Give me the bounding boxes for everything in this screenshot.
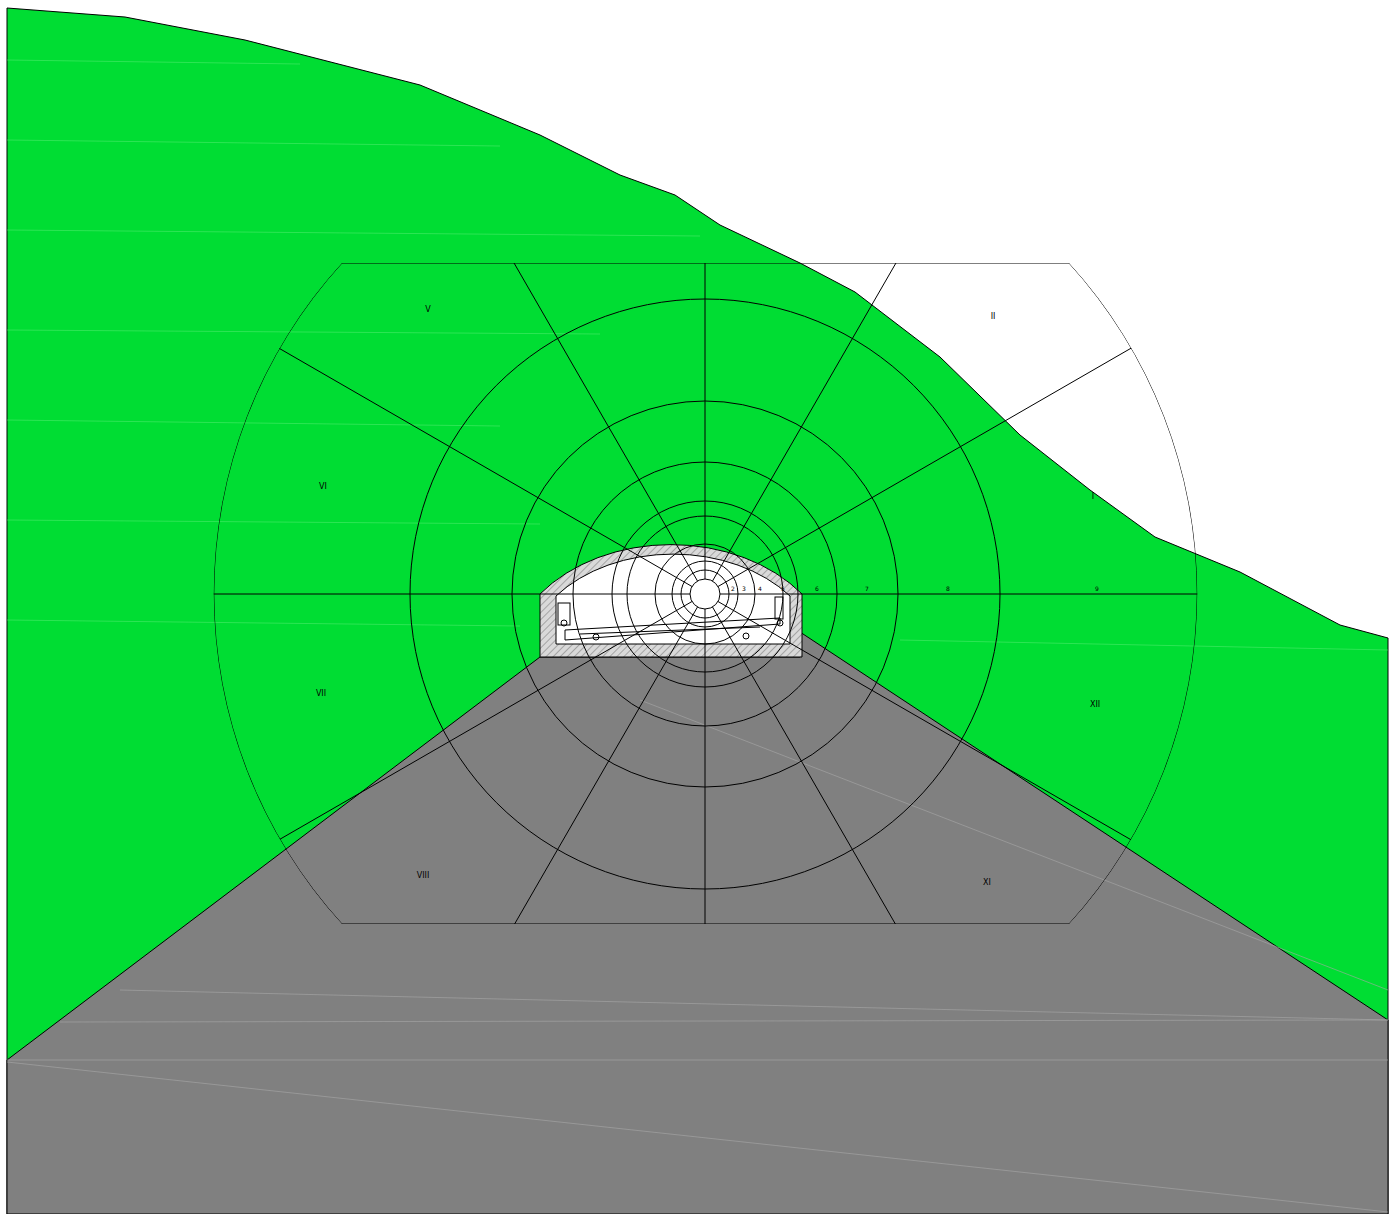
radius-number: 5 [781,586,785,592]
sector-label: II [991,313,996,321]
radius-number: 4 [758,586,762,592]
rock-cut [7,632,1388,1214]
terrain-ground [7,8,1388,1214]
radius-number: 3 [742,586,746,592]
rock-texture [7,700,1388,1212]
sector-label: I [1092,493,1094,501]
radius-number: 7 [865,586,869,592]
radius-number: 2 [731,586,735,592]
sector-label: VI [319,483,327,491]
radius-number: 6 [815,586,819,592]
sector-label: XII [1090,701,1100,709]
tunnel-lining [540,545,802,657]
terrain-texture [7,60,1388,650]
radius-number: 9 [1095,586,1099,592]
tunnel-track [558,597,783,640]
sector-label: VII [316,690,326,698]
sector-label: XI [983,879,991,887]
sector-label: VIII [417,872,430,880]
radius-number: 8 [946,586,950,592]
sector-label: V [425,306,430,314]
polar-grid [100,0,1300,1200]
